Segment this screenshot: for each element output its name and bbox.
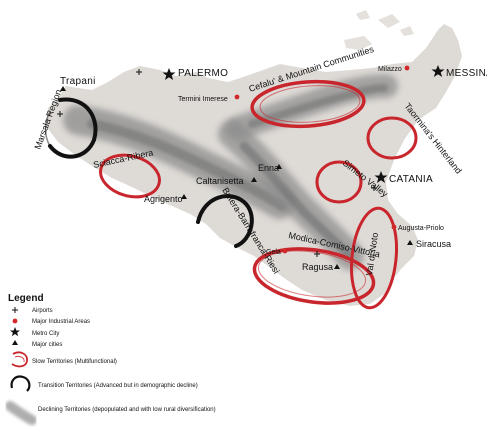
city-caltanisetta-icon (251, 177, 257, 182)
legend-airport-icon (12, 307, 18, 313)
islet (378, 14, 400, 28)
legend-major-city-icon (12, 340, 18, 345)
city-label-siracusa: Siracusa (416, 239, 451, 249)
airports (57, 69, 377, 257)
slow-ring-cefalu-inner (259, 85, 361, 123)
islet (356, 10, 370, 20)
city-label-milazzo: Milazzo (378, 66, 402, 73)
industrial-termini (234, 94, 240, 100)
legend-title: Legend (8, 293, 44, 304)
slow-ring-cefalu (250, 79, 366, 129)
islet (400, 26, 414, 36)
slow-ring-sciacca (99, 153, 161, 199)
slow-ring-modica (252, 247, 376, 305)
transition-territories (44, 97, 254, 248)
metro-palermo-icon (162, 68, 176, 80)
metro-messina-icon (431, 65, 445, 77)
legend-label-industrial: Major Industrial Areas (32, 319, 90, 325)
industrial-augusta (391, 224, 397, 230)
legend-label-major-cities: Major cities (32, 342, 62, 348)
city-label-termini: Termini Imerese (178, 96, 228, 103)
airport-comiso-icon (314, 251, 320, 257)
industrial-milazzo (404, 65, 410, 71)
declining-band-west-core (87, 119, 287, 211)
legend-transition-territory-icon (10, 375, 31, 392)
islet (344, 36, 372, 50)
airport-palermo-icon (136, 69, 142, 75)
city-label-augusta: Augusta-Priolo (398, 225, 444, 232)
legend-slow-territory-icon (11, 351, 28, 368)
slow-ring-simeto (315, 160, 363, 204)
city-trapani-icon (60, 86, 66, 91)
legend-label-transition: Transition Territories (Advanced but in … (38, 383, 198, 389)
city-label-trapani: Trapani (60, 76, 96, 87)
transition-ring-marsala-gap (44, 111, 51, 147)
declining-band-center-core (239, 141, 353, 259)
declining-band-north-core (248, 84, 388, 128)
legend-metro-city-icon (10, 327, 20, 337)
city-label-messina: MESSINA (446, 68, 487, 79)
city-enna-icon (276, 164, 282, 169)
legend-label-airports: Airports (32, 308, 53, 314)
declining-territories (63, 74, 398, 270)
transition-ring-marsala (48, 97, 98, 159)
legend-declining-territory-icon (5, 401, 37, 425)
industrial-areas (234, 65, 410, 254)
metro-catania-icon (374, 171, 388, 183)
slow-ring-noto (350, 206, 398, 310)
legend-label-declining: Declining Territories (depopulated and w… (38, 407, 216, 413)
industrial-gela (282, 248, 288, 254)
airport-catania-icon (371, 185, 377, 191)
city-label-caltanisetta: Caltanisetta (196, 176, 244, 186)
legend: Legend Airports Major Industrial Areas M… (5, 293, 216, 425)
transition-ring-butera (196, 194, 254, 248)
metro-cities (162, 65, 445, 183)
city-label-palermo: PALERMO (178, 68, 228, 79)
city-label-gela: Gela (266, 249, 281, 256)
airport-trapani-icon (57, 111, 63, 117)
legend-industrial-area-icon (12, 318, 18, 324)
legend-label-metro: Metro City (32, 331, 59, 337)
city-label-catania: CATANIA (389, 174, 433, 185)
city-agrigento-icon (181, 194, 187, 199)
city-ragusa-icon (334, 264, 340, 269)
major-cities (60, 86, 413, 269)
slow-ring-modica-inner (257, 250, 367, 298)
city-label-enna: Enna (258, 163, 279, 173)
city-label-agrigento: Agrigento (144, 194, 183, 204)
territory-label-taormina: Taormina's Hinterland (402, 101, 463, 176)
slow-territories (99, 79, 418, 310)
legend-label-slow: Slow Territories (Multifunctional) (32, 359, 117, 365)
legend-slow-territory-icon-inner (14, 355, 25, 363)
slow-ring-taormina (366, 116, 418, 160)
city-label-ragusa: Ragusa (302, 262, 333, 272)
city-siracusa-icon (407, 240, 413, 245)
